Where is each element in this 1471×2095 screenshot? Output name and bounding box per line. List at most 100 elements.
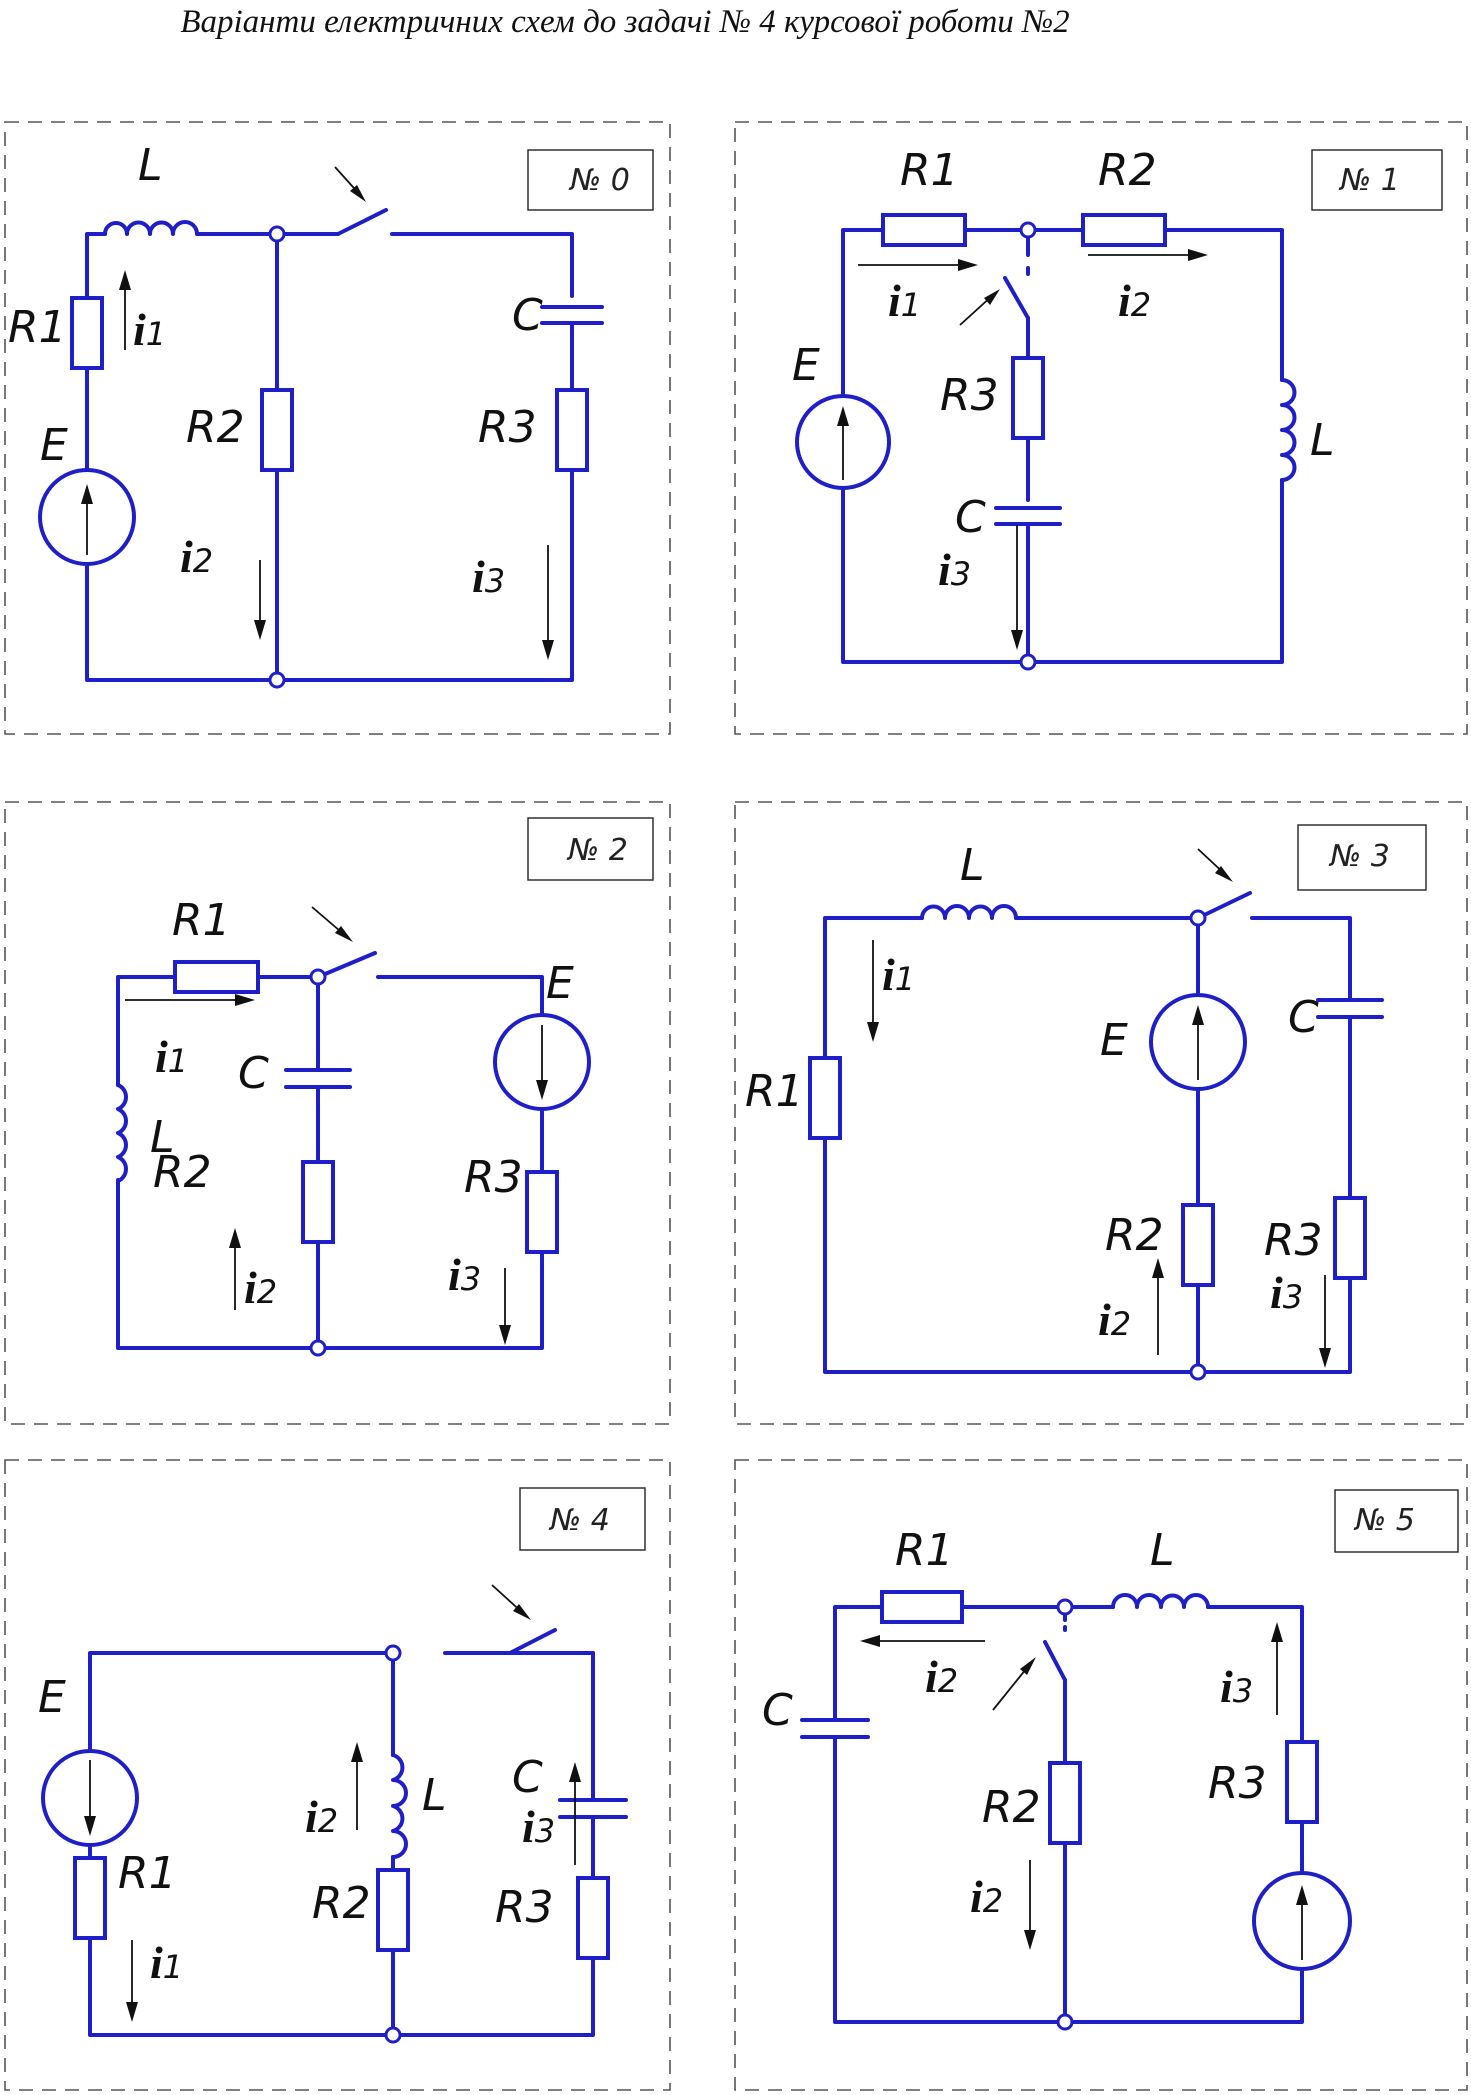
label-L: L: [150, 1112, 175, 1163]
scheme-frame: [734, 801, 1468, 1425]
resistor-R3: [555, 388, 589, 472]
resistor-R3: [1011, 356, 1045, 440]
scheme-frame: [4, 801, 671, 1425]
inductor-L: [116, 1083, 128, 1183]
label-L: L: [1310, 415, 1335, 466]
resistor-R3: [1285, 1740, 1319, 1824]
scheme-number: № 5: [1353, 1503, 1415, 1538]
inductor-L: [1111, 1593, 1210, 1609]
node: [1019, 221, 1037, 239]
scheme-5: № 5 R1 L C R2 R3 i2 i2 i3: [734, 1459, 1468, 2091]
label-L: L: [422, 1770, 447, 1821]
label-i3: i3: [472, 551, 505, 602]
inductor-L: [1280, 378, 1297, 482]
label-E: E: [792, 340, 820, 391]
scheme-frame: [734, 121, 1468, 735]
resistor-R3: [525, 1170, 559, 1254]
label-R2: R2: [153, 1147, 212, 1198]
label-i2: i2: [1098, 1294, 1131, 1345]
scheme-number-box: [527, 817, 654, 881]
label-i2: i2: [970, 1871, 1003, 1922]
label-C: C: [762, 1685, 793, 1736]
scheme-frame: [4, 121, 671, 735]
scheme-number: № 0: [568, 163, 630, 198]
resistor-R2: [301, 1160, 335, 1244]
node: [268, 671, 286, 689]
wires: [116, 975, 544, 1350]
node: [1019, 653, 1037, 671]
switch-blade: [508, 1628, 557, 1655]
wires: [85, 232, 574, 682]
label-i2: i2: [1118, 275, 1151, 326]
label-i3: i3: [1220, 1661, 1253, 1712]
inductor-L: [103, 220, 199, 236]
node: [1189, 1363, 1207, 1381]
label-R2: R2: [312, 1878, 371, 1929]
label-i2: i2: [180, 531, 213, 582]
label-i1: i1: [133, 304, 166, 355]
label-L: L: [138, 140, 163, 191]
label-i2: i2: [244, 1262, 277, 1313]
label-i3: i3: [448, 1249, 481, 1300]
scheme-1: № 1 R1 R2 R3 C L E i1 i2 i3: [734, 121, 1468, 735]
label-i1: i1: [155, 1031, 188, 1082]
label-i2: i2: [305, 1791, 338, 1842]
label-i1: i1: [888, 275, 921, 326]
inductor-L: [920, 904, 1018, 920]
resistor-R3: [576, 1876, 610, 1960]
label-R3: R3: [1208, 1758, 1267, 1809]
label-C: C: [238, 1048, 269, 1099]
switch-blade: [336, 208, 388, 236]
scheme-4: № 4 E R1 L R2 R3 C i1 i2 i3: [4, 1459, 671, 2091]
scheme-number-box: [1311, 149, 1443, 211]
inductor-L: [391, 1753, 408, 1859]
node: [1189, 909, 1207, 927]
label-R1: R1: [895, 1525, 954, 1576]
scheme-number-box: [527, 149, 654, 211]
label-R2: R2: [982, 1782, 1041, 1833]
resistor-R2: [1048, 1761, 1082, 1845]
scheme-frame: [4, 1459, 671, 2091]
label-E: E: [40, 420, 68, 471]
resistor-R1: [881, 213, 967, 247]
scheme-number-box: [1297, 824, 1427, 891]
scheme-frame: [734, 1459, 1468, 2091]
label-R1: R1: [8, 302, 67, 353]
resistor-R2: [260, 388, 294, 472]
scheme-3: № 3 L R1 E C R2 R3 i1 i2 i3: [734, 801, 1468, 1425]
wires: [823, 916, 1352, 1374]
label-i3: i3: [938, 544, 971, 595]
node: [384, 1644, 402, 1662]
scheme-number: № 4: [548, 1503, 610, 1538]
resistor-R3: [1333, 1196, 1367, 1280]
label-R3: R3: [1264, 1215, 1323, 1266]
node: [1056, 1598, 1074, 1616]
node: [309, 1339, 327, 1357]
label-R3: R3: [464, 1152, 523, 1203]
resistor-R1: [73, 1856, 107, 1940]
resistor-R1: [880, 1590, 964, 1624]
scheme-number: № 1: [1338, 163, 1400, 198]
switch-blade: [1043, 1640, 1067, 1682]
label-R1: R1: [172, 895, 231, 946]
scheme-0: № 0 L R1 R2 R3 C E i1 i2 i3: [4, 121, 671, 735]
resistor-R1: [70, 296, 104, 370]
label-C: C: [512, 1752, 543, 1803]
switch-blade: [1196, 891, 1252, 920]
label-R3: R3: [495, 1882, 554, 1933]
scheme-number-box: [1334, 1489, 1459, 1553]
resistor-R2: [376, 1868, 410, 1952]
resistor-R2: [1181, 1203, 1215, 1287]
scheme-number: № 3: [1328, 839, 1390, 874]
label-R3: R3: [940, 370, 999, 421]
label-i3: i3: [522, 1801, 555, 1852]
label-E: E: [1100, 1015, 1128, 1066]
label-i3: i3: [1270, 1267, 1303, 1318]
label-R1: R1: [900, 145, 959, 196]
label-R2: R2: [186, 402, 245, 453]
scheme-number-box: [519, 1487, 646, 1551]
scheme-number: № 2: [566, 833, 628, 868]
node: [1056, 2013, 1074, 2031]
label-R3: R3: [478, 402, 537, 453]
